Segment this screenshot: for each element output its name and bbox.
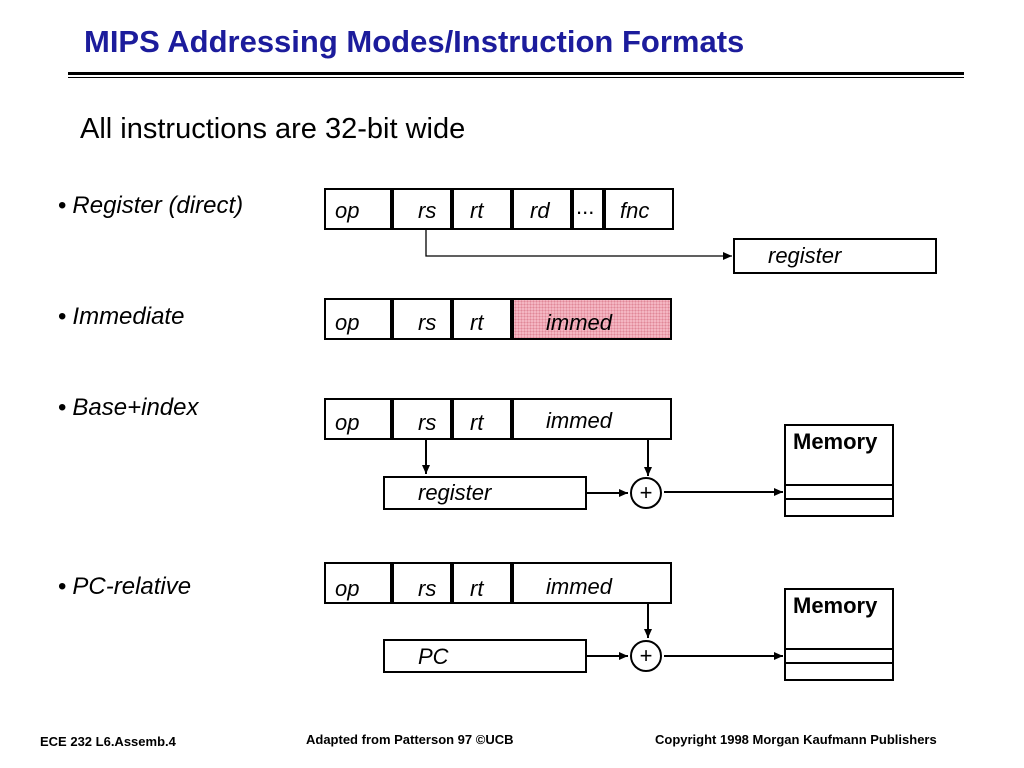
field-immed-highlighted [512, 298, 672, 340]
footer-course: ECE 232 L6.Assemb.4 [40, 734, 176, 749]
memory-selected-word [784, 648, 894, 664]
field-rs [392, 188, 452, 230]
memory-selected-word [784, 484, 894, 500]
field-op-label: op [335, 410, 360, 435]
field-rs-label: rs [418, 576, 437, 601]
field-rt [452, 398, 512, 440]
field-op [324, 298, 392, 340]
memory-label: Memory [793, 429, 878, 454]
field-rd [512, 188, 572, 230]
mode-label-immediate: •Immediate [58, 303, 185, 330]
field-op-label: op [335, 198, 360, 223]
field-rt [452, 188, 512, 230]
title-rule-thin [68, 77, 964, 78]
field-rs [392, 298, 452, 340]
register-box [733, 238, 937, 274]
mode-label-base-index: •Base+index [58, 394, 199, 421]
rs-to-register-arrow [425, 230, 732, 260]
footer-copyright: Copyright 1998 Morgan Kaufmann Publisher… [655, 732, 937, 747]
adder-circle: + [630, 477, 662, 509]
field-rt [452, 298, 512, 340]
field-rs [392, 398, 452, 440]
field-rt-label: rt [470, 410, 484, 435]
field-rt [452, 562, 512, 604]
field-rt-label: rt [470, 310, 484, 335]
field-immed-label: immed [546, 310, 613, 335]
memory-box [784, 588, 894, 681]
subtitle: All instructions are 32-bit wide [80, 113, 466, 145]
memory-label: Memory [793, 593, 878, 618]
field-rs-label: rs [418, 410, 437, 435]
field-rs [392, 562, 452, 604]
field-rt-label: rt [470, 576, 484, 601]
field-fnc [604, 188, 674, 230]
pc-register-label: PC [418, 644, 449, 669]
field-op [324, 188, 392, 230]
field-rd-label: rd [530, 198, 550, 223]
field-shamt [572, 188, 604, 230]
field-immed-label: immed [546, 408, 613, 433]
register-box-label: register [768, 243, 842, 268]
memory-box [784, 424, 894, 517]
title-rule-thick [68, 72, 964, 75]
adder-circle: + [630, 640, 662, 672]
pc-register-box [383, 639, 587, 673]
field-rs-label: rs [418, 310, 437, 335]
field-immed [512, 562, 672, 604]
field-op-label: op [335, 576, 360, 601]
field-immed [512, 398, 672, 440]
base-register-label: register [418, 480, 492, 505]
field-ellipsis-label: ... [576, 194, 595, 219]
field-op [324, 398, 392, 440]
field-op-label: op [335, 310, 360, 335]
field-fnc-label: fnc [620, 198, 650, 223]
page-title: MIPS Addressing Modes/Instruction Format… [84, 24, 745, 59]
base-register-box [383, 476, 587, 510]
footer-attribution: Adapted from Patterson 97 ©UCB [306, 732, 514, 747]
mode-label-register-direct: •Register (direct) [58, 192, 244, 219]
field-rt-label: rt [470, 198, 484, 223]
field-immed-label: immed [546, 574, 613, 599]
mode-label-pc-relative: •PC-relative [58, 573, 192, 600]
field-op [324, 562, 392, 604]
field-rs-label: rs [418, 198, 437, 223]
